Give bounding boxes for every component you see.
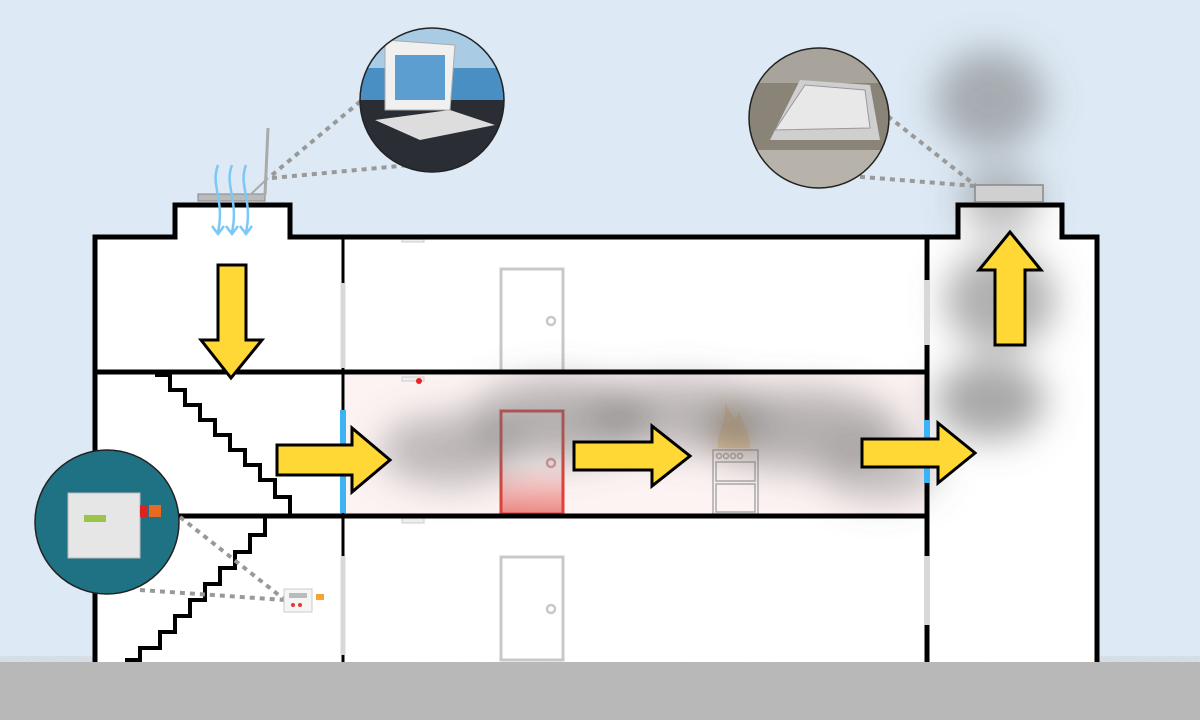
control-panel-photo-icon xyxy=(34,449,180,595)
door-bottom xyxy=(499,555,565,662)
smoke-vent-photo-icon xyxy=(748,47,890,189)
detector-bottom xyxy=(401,517,425,524)
stairs-middle xyxy=(155,373,292,514)
smoke-vent xyxy=(974,184,1044,203)
roof-hatch xyxy=(197,127,270,202)
smoke xyxy=(380,50,1055,500)
smoke-detector-icon xyxy=(401,376,425,384)
control-panel-icon xyxy=(283,588,324,613)
building-outline xyxy=(92,202,1100,662)
airflow-arrow-icon xyxy=(211,164,253,237)
arrow-down xyxy=(197,263,266,381)
arrow-right-2 xyxy=(572,422,693,490)
stairs-lower xyxy=(125,518,267,662)
arrow-right-1 xyxy=(275,424,393,496)
arrow-up xyxy=(975,229,1045,347)
ground xyxy=(0,662,1200,720)
airflow-arrows xyxy=(197,229,1045,496)
arrow-right-3 xyxy=(860,419,978,487)
callout-lines xyxy=(139,98,977,602)
roof-hatch-photo-icon xyxy=(359,27,505,173)
